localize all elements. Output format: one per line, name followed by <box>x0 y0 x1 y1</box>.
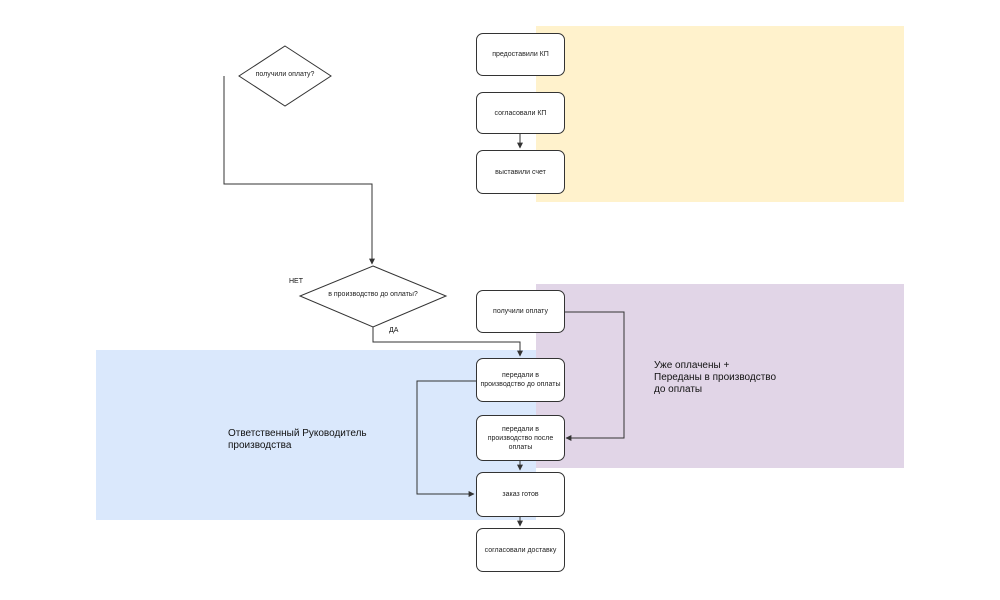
decision-production-label: в производство до оплаты? <box>328 291 418 298</box>
node-delivery-agreed: согласовали доставку <box>476 528 565 572</box>
edge-label-yes: ДА <box>389 327 399 334</box>
edge-label-no: НЕТ <box>289 278 303 285</box>
paid-zone-label: Уже оплачены + Переданы в производство д… <box>654 360 777 395</box>
edge-before-payment-to-ready <box>416 380 476 497</box>
node-sent-after-payment: передали в производство после оплаты <box>476 415 565 461</box>
node-order-ready: заказ готов <box>476 472 565 517</box>
node-payment-received: получили оплату <box>476 290 565 333</box>
decision-payment-diamond <box>238 45 332 107</box>
production-zone-label: Ответственный Руководитель производства <box>228 428 367 451</box>
decision-payment-label: получили оплату? <box>255 71 315 78</box>
node-kp-agreed: согласовали КП <box>476 92 565 134</box>
blue-zone <box>96 350 536 520</box>
edge-decision1-to-decision2 <box>223 76 375 265</box>
edge-decision2-yes <box>372 327 523 357</box>
yellow-zone <box>536 26 904 202</box>
node-kp-provided: предоставили КП <box>476 33 565 76</box>
edge-payment-to-after-payment <box>564 311 625 441</box>
node-sent-before-payment: передали в производство до оплаты <box>476 358 565 402</box>
node-invoice-issued: выставили счет <box>476 150 565 194</box>
purple-zone <box>536 284 904 468</box>
